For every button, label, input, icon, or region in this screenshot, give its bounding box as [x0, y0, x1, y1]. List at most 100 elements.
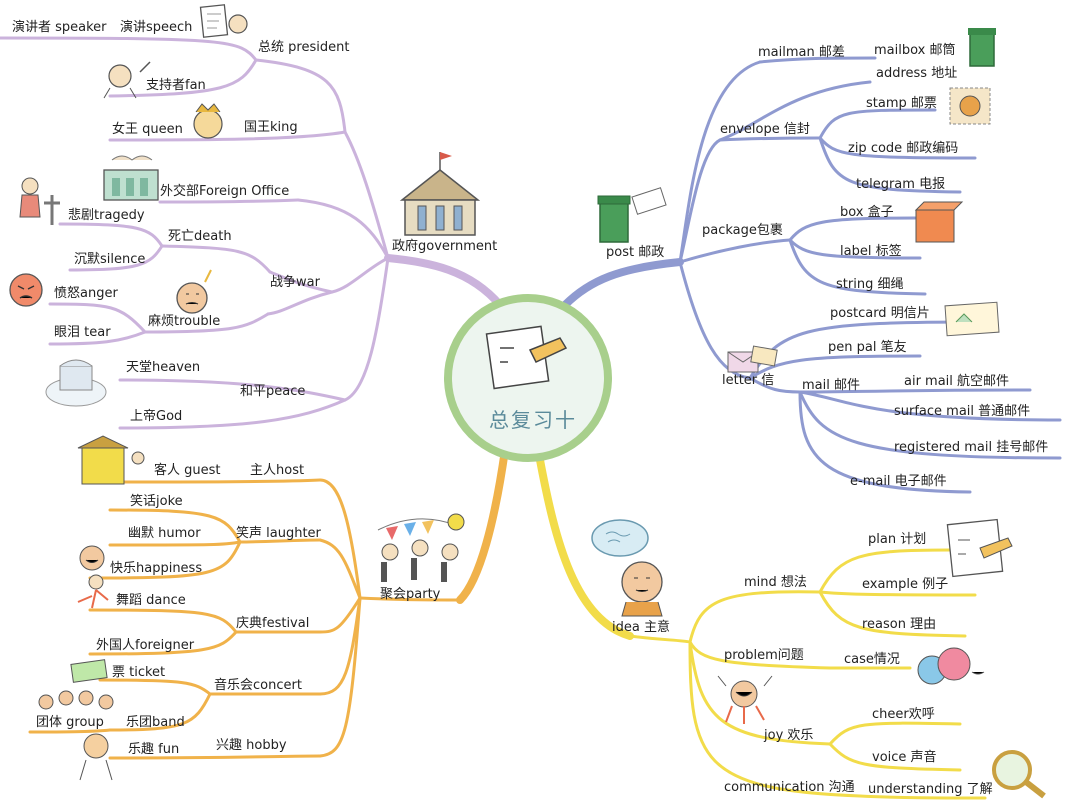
dancer-icon: [77, 574, 109, 609]
label-address: address 地址: [876, 66, 958, 81]
happiness-icon: [79, 545, 105, 571]
label-war: 战争war: [270, 275, 320, 290]
label-box: box 盒子: [840, 205, 894, 220]
label-mailman: mailman 邮差: [758, 45, 845, 60]
center-title: 总复习十: [489, 408, 577, 432]
label-reason: reason 理由: [862, 617, 937, 632]
trouble-icon: [176, 269, 212, 314]
label-label: label 标签: [840, 244, 902, 259]
case-icon: [917, 647, 985, 685]
label-anger: 愤怒anger: [54, 286, 118, 301]
label-heaven: 天堂heaven: [126, 360, 201, 375]
center-node: [444, 294, 612, 462]
party-people-icon: [377, 513, 465, 582]
label-example: example 例子: [862, 577, 949, 592]
label-happiness: 快乐happiness: [110, 561, 203, 576]
queen-icon: [193, 103, 223, 139]
label-guest: 客人 guest: [154, 463, 221, 478]
label-president: 总统 president: [258, 40, 350, 55]
postcard-icon: [944, 301, 1000, 337]
label-pen-pal: pen pal 笔友: [828, 340, 907, 355]
label-understanding: understanding 了解: [868, 782, 993, 797]
thinking-boy-icon: [591, 519, 663, 617]
label-package: package包裹: [702, 223, 783, 238]
party-branch: [28, 446, 509, 760]
fun-icon: [79, 733, 113, 781]
label-queen: 女王 queen: [112, 122, 183, 137]
label-surface-mail: surface mail 普通邮件: [894, 404, 1031, 419]
capitol-building-icon: [399, 152, 481, 236]
label-tragedy: 悲剧tragedy: [68, 208, 145, 223]
stamp-icon: [949, 87, 991, 125]
plan-paper-icon: [946, 518, 1013, 578]
label-joy: joy 欢乐: [764, 728, 814, 743]
label-string: string 细绳: [836, 277, 904, 292]
label-host: 主人host: [250, 463, 305, 478]
label-email: e-mail 电子邮件: [850, 474, 947, 489]
label-problem: problem问题: [724, 648, 804, 663]
label-death: 死亡death: [168, 229, 232, 244]
speech-paper-icon: [199, 4, 248, 38]
guest-house-icon: [77, 435, 145, 485]
label-mailbox: mailbox 邮筒: [874, 43, 956, 58]
label-king: 国王king: [244, 120, 298, 135]
label-post: post 邮政: [606, 245, 665, 260]
label-voice: voice 声音: [872, 750, 937, 765]
label-plan: plan 计划: [868, 532, 927, 547]
heaven-icon: [45, 359, 107, 407]
post-box-icon: [597, 187, 667, 243]
label-dance: 舞蹈 dance: [116, 593, 186, 608]
label-case: case情况: [844, 652, 900, 667]
government-branch: [0, 36, 504, 430]
label-idea: idea 主意: [612, 620, 670, 635]
label-speaker: 演讲者 speaker: [12, 20, 107, 35]
magnifier-icon: [992, 750, 1046, 799]
label-mail: mail 邮件: [802, 378, 860, 393]
label-joke: 笑话joke: [130, 494, 183, 509]
label-ticket: 票 ticket: [112, 665, 166, 680]
label-humor: 幽默 humor: [128, 526, 201, 541]
foreign-office-icon: [103, 155, 159, 201]
tragedy-icon: [19, 177, 60, 225]
box-icon: [914, 201, 964, 243]
label-envelope: envelope 信封: [720, 122, 810, 137]
label-fan: 支持者fan: [146, 78, 206, 93]
fan-icon: [103, 61, 151, 99]
ticket-icon: [70, 659, 108, 683]
anger-icon: [9, 273, 43, 307]
label-telegram: telegram 电报: [856, 177, 946, 192]
label-stamp: stamp 邮票: [866, 96, 937, 111]
label-communication: communication 沟通: [724, 780, 855, 795]
label-speech: 演讲speech: [120, 20, 193, 35]
label-foreign-office: 外交部Foreign Office: [160, 184, 290, 199]
label-band: 乐团band: [126, 715, 185, 730]
label-air-mail: air mail 航空邮件: [904, 374, 1010, 389]
writing-hand-icon: [485, 325, 568, 390]
label-god: 上帝God: [130, 409, 183, 424]
group-icon: [38, 690, 114, 710]
mailbox-icon: [968, 28, 996, 67]
label-mind: mind 想法: [744, 575, 807, 590]
label-government: 政府government: [392, 239, 498, 254]
label-cheer: cheer欢呼: [872, 707, 935, 722]
label-zip-code: zip code 邮政编码: [848, 141, 959, 156]
joy-icon: [717, 675, 773, 724]
label-festival: 庆典festival: [236, 616, 310, 631]
label-laughter: 笑声 laughter: [236, 526, 321, 541]
label-letter: letter 信: [722, 373, 775, 388]
label-hobby: 兴趣 hobby: [216, 738, 287, 753]
envelope-icon: [727, 345, 778, 373]
label-peace: 和平peace: [240, 384, 306, 399]
label-party: 聚会party: [380, 587, 441, 602]
idea-branch: [536, 456, 987, 800]
label-concert: 音乐会concert: [214, 678, 302, 693]
post-branch: [561, 56, 1062, 494]
label-tear: 眼泪 tear: [54, 325, 111, 340]
label-registered-mail: registered mail 挂号邮件: [894, 440, 1049, 455]
label-trouble: 麻烦trouble: [148, 314, 221, 329]
label-fun: 乐趣 fun: [128, 742, 180, 757]
label-postcard: postcard 明信片: [830, 306, 930, 321]
label-silence: 沉默silence: [74, 252, 146, 267]
